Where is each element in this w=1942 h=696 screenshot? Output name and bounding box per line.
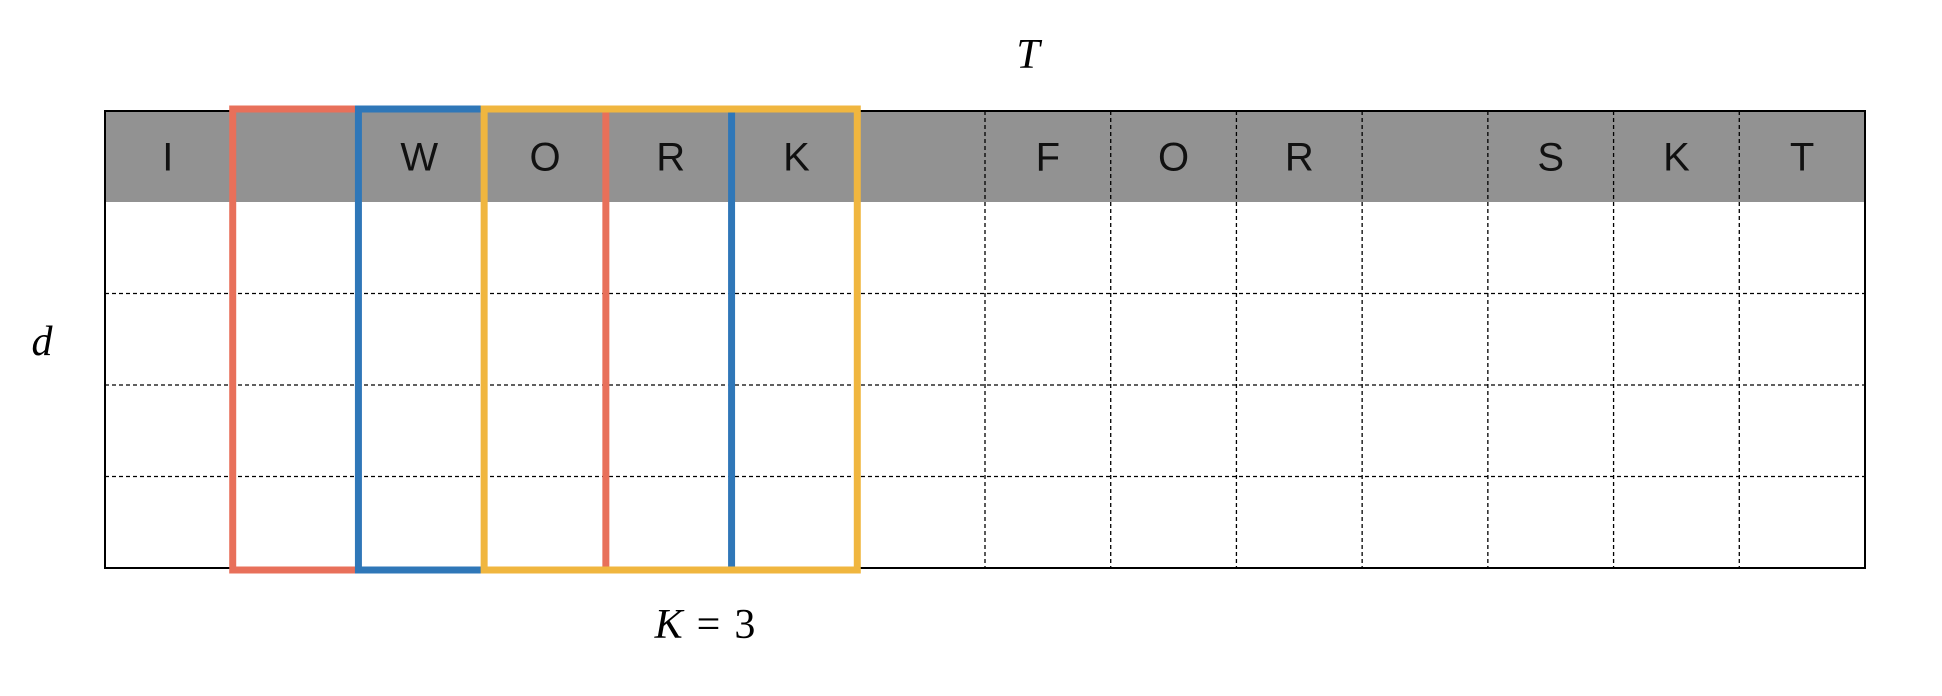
window-size-value: 3 [734, 602, 755, 648]
top-axis-label: T [1016, 32, 1042, 78]
window-size-label: K = 3 [654, 602, 756, 648]
window-3-box [480, 105, 861, 574]
token-cell-8: O [1158, 136, 1189, 180]
token-cell-7: F [1036, 136, 1060, 180]
table-border [104, 110, 1866, 569]
token-cell-2: W [400, 136, 438, 180]
window-size-var: K [654, 602, 685, 648]
window-boxes [229, 105, 861, 574]
window-size-equals: = [697, 602, 721, 648]
token-cell-11: S [1537, 136, 1564, 180]
token-cell-3: O [529, 136, 560, 180]
token-cell-13: T [1790, 136, 1814, 180]
token-cell-5: K [783, 136, 810, 180]
token-cell-12: K [1663, 136, 1690, 180]
token-cell-4: R [656, 136, 685, 180]
left-axis-label: d [32, 319, 54, 365]
token-cell-9: R [1285, 136, 1314, 180]
token-cell-0: I [162, 136, 173, 180]
